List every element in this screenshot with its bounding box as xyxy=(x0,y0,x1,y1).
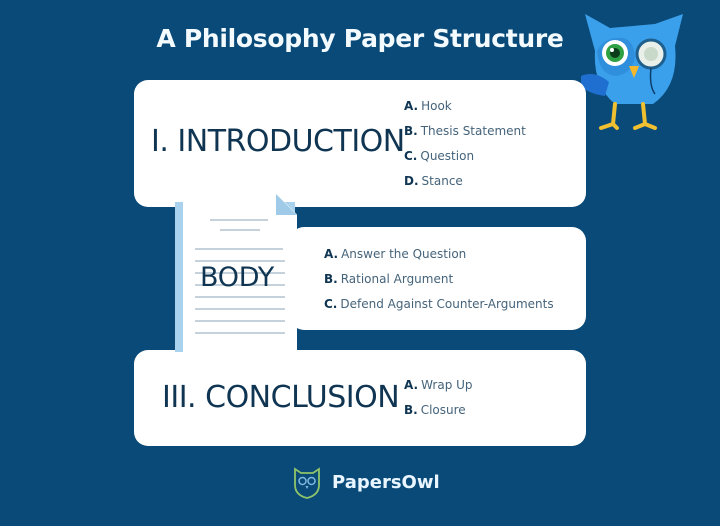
item-letter: C. xyxy=(324,297,338,311)
list-item: C.Question xyxy=(404,149,526,174)
item-text: Hook xyxy=(421,99,452,113)
conclusion-heading: III. CONCLUSION xyxy=(162,380,400,415)
item-letter: B. xyxy=(404,124,418,138)
body-card: A.Answer the Question B.Rational Argumen… xyxy=(290,227,586,330)
item-text: Defend Against Counter-Arguments xyxy=(340,297,554,311)
item-letter: A. xyxy=(404,378,419,392)
diagram-title: A Philosophy Paper Structure xyxy=(156,24,564,53)
brand-logo: PapersOwl xyxy=(291,465,440,499)
item-text: Stance xyxy=(421,174,463,188)
document-line xyxy=(195,332,285,334)
item-letter: B. xyxy=(404,403,418,417)
conclusion-items: A.Wrap Up B.Closure xyxy=(404,378,473,428)
owl-shield-icon xyxy=(294,467,320,499)
list-item: B.Closure xyxy=(404,403,473,428)
document-line xyxy=(210,219,268,221)
document-line xyxy=(220,229,260,231)
document-line xyxy=(195,248,283,250)
introduction-card: I. INTRODUCTION A.Hook B.Thesis Statemen… xyxy=(134,80,586,207)
introduction-heading: I. INTRODUCTION xyxy=(151,124,405,159)
list-item: C.Defend Against Counter-Arguments xyxy=(324,297,554,322)
body-items: A.Answer the Question B.Rational Argumen… xyxy=(324,247,554,322)
item-letter: B. xyxy=(324,272,338,286)
item-text: Closure xyxy=(420,403,466,417)
list-item: B.Rational Argument xyxy=(324,272,554,297)
list-item: B.Thesis Statement xyxy=(404,124,526,149)
item-text: Answer the Question xyxy=(341,247,467,261)
item-text: Wrap Up xyxy=(421,378,473,392)
introduction-items: A.Hook B.Thesis Statement C.Question D.S… xyxy=(404,99,526,199)
list-item: D.Stance xyxy=(404,174,526,199)
document-line xyxy=(195,260,285,262)
document-line xyxy=(195,308,285,310)
item-letter: A. xyxy=(324,247,339,261)
document-line xyxy=(195,272,285,274)
item-letter: C. xyxy=(404,149,418,163)
owl-mascot-icon xyxy=(581,14,683,130)
document-line xyxy=(195,296,285,298)
list-item: A.Wrap Up xyxy=(404,378,473,403)
item-text: Rational Argument xyxy=(340,272,454,286)
item-text: Thesis Statement xyxy=(420,124,526,138)
item-letter: A. xyxy=(404,99,419,113)
conclusion-card: III. CONCLUSION A.Wrap Up B.Closure xyxy=(134,350,586,446)
item-letter: D. xyxy=(404,174,419,188)
brand-name: PapersOwl xyxy=(332,471,440,493)
body-heading: BODY xyxy=(200,262,274,293)
document-line xyxy=(195,284,285,286)
list-item: A.Answer the Question xyxy=(324,247,554,272)
item-text: Question xyxy=(420,149,475,163)
list-item: A.Hook xyxy=(404,99,526,124)
document-line xyxy=(195,320,285,322)
